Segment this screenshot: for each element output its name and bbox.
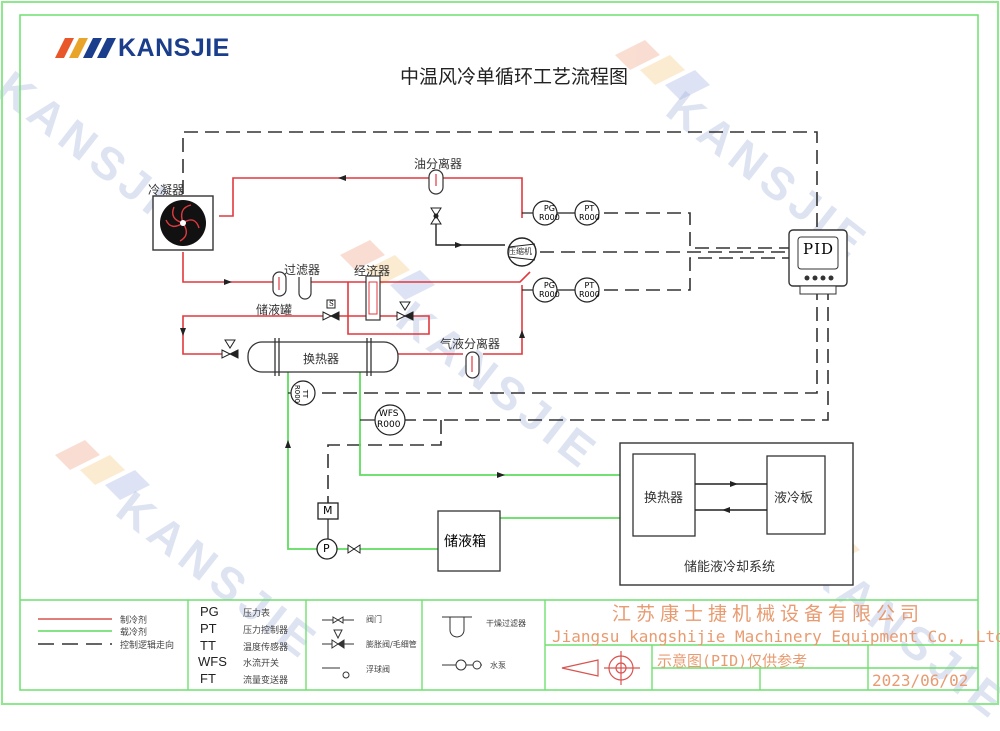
subsystem-hx-label: 换热器: [644, 491, 684, 506]
outer-frame: [1, 1, 999, 705]
receiver-icon: [272, 271, 287, 297]
flow-arrows: [180, 175, 525, 338]
motor-label: M: [323, 504, 333, 517]
abbr-pt-desc: 压力控制器: [243, 626, 289, 636]
page-title: 中温风冷单循环工艺流程图: [400, 66, 629, 88]
legend-valve-label: 阀门: [366, 615, 382, 624]
abbr-ft-desc: 流量变送器: [243, 676, 289, 686]
heat-exchanger-icon: [247, 338, 399, 376]
company-name-cn: 江苏康士捷机械设备有限公司: [612, 603, 925, 625]
coolant-arrows: [285, 440, 505, 478]
pump-label: P: [323, 542, 330, 555]
abbr-pt: PT: [200, 621, 217, 636]
inner-frame: [19, 14, 979, 691]
control-lines: [182, 131, 829, 505]
abbr-tt: TT: [200, 638, 216, 653]
storage-tank-box: [437, 510, 501, 572]
abbr-ft: FT: [200, 671, 216, 686]
oil-separator-label: 油分离器: [414, 157, 463, 171]
compressor-icon: [507, 237, 537, 267]
storage-tank-label: 储液箱: [444, 534, 486, 550]
instrument-circles: [288, 200, 600, 436]
pid-label: PID: [803, 240, 835, 258]
condenser-label: 冷凝器: [148, 183, 185, 197]
gas-liquid-separator-label: 气液分离器: [440, 337, 501, 351]
subsystem-title: 储能液冷却系统: [684, 560, 776, 575]
abbr-pg: PG: [200, 604, 219, 619]
pid-controller-icon: [788, 229, 848, 295]
condenser-icon: [152, 195, 214, 251]
heat-exchanger-label: 换热器: [303, 352, 340, 366]
receiver-label: 储液罐: [256, 303, 293, 317]
pid-diagram: [1, 1, 999, 705]
logo-icon: [55, 38, 116, 58]
reference-note: 示意图(PID)仅供参考: [657, 652, 808, 670]
motor-icon: [317, 502, 339, 520]
economizer-label: 经济器: [354, 264, 391, 278]
expansion-valve-icon: [396, 301, 414, 321]
pump-icon: [316, 519, 338, 560]
filter-icon: [298, 277, 312, 300]
legend-pump-label: 水泵: [490, 661, 506, 670]
legend-float-valve-label: 浮球阀: [366, 665, 390, 674]
solenoid-valve-icon: [322, 299, 340, 321]
economizer-icon: [365, 275, 381, 321]
oil-separator-icon: [428, 169, 444, 225]
abbr-wfs-desc: 水流开关: [243, 659, 280, 669]
subsystem-hx-box: [632, 453, 696, 537]
legend-refrigerant-label: 制冷剂: [120, 616, 148, 626]
cold-plate-label: 液冷板: [774, 491, 814, 506]
coolant-lines: [287, 372, 633, 550]
abbr-pg-desc: 压力表: [243, 609, 271, 619]
abbr-tt-desc: 温度传感器: [243, 643, 289, 653]
legend-dryer-filter-label: 干燥过滤器: [486, 619, 526, 628]
logo-text: KANSJIE: [118, 34, 230, 62]
cold-plate-box: [766, 455, 826, 535]
oil-return-line: [435, 215, 505, 246]
abbr-wfs: WFS: [198, 654, 227, 669]
filter-label: 过滤器: [284, 263, 321, 277]
compressor-label: 压缩机: [508, 247, 532, 256]
legend-grid: [20, 599, 978, 690]
drawing-date: 2023/06/02: [872, 671, 969, 690]
company-name-en: Jiangsu kangshijie Machinery Equipment C…: [552, 627, 1000, 646]
legend-control-label: 控制逻辑走向: [120, 641, 175, 651]
legend-expansion-valve-label: 膨胀阀/毛细管: [366, 640, 417, 649]
gas-liquid-separator-icon: [465, 351, 480, 379]
gate-valve-icon: [347, 544, 361, 554]
projection-symbol-icon: [561, 651, 640, 685]
legend-coolant-label: 载冷剂: [120, 628, 148, 638]
legend-symbols: [322, 616, 482, 679]
expansion-valve-icon: [221, 339, 239, 359]
solenoid-tag: S: [329, 300, 334, 308]
